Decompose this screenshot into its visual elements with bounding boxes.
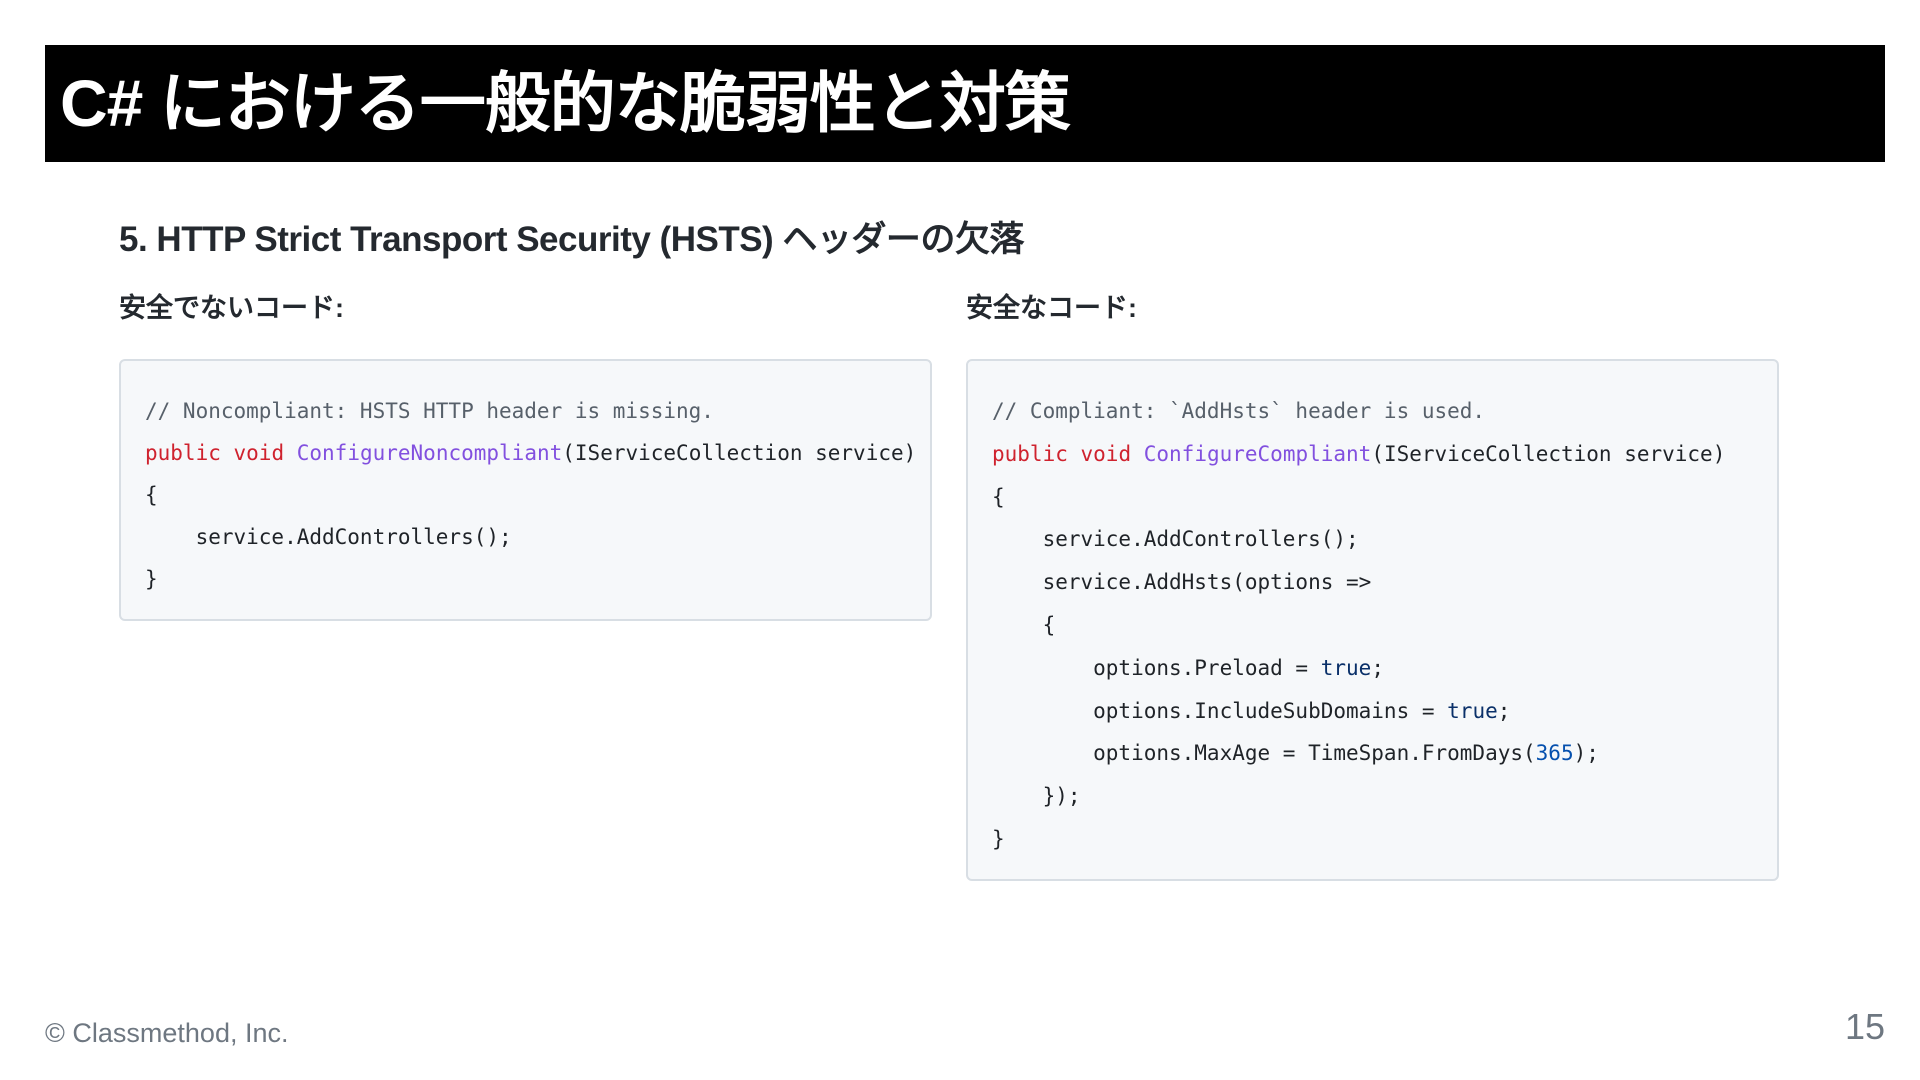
code-line: {	[992, 612, 1056, 637]
code-line: }	[145, 567, 158, 591]
insecure-code-label: 安全でないコード:	[119, 293, 344, 323]
page-number: 15	[1844, 1006, 1885, 1047]
code-comment: // Noncompliant: HSTS HTTP header is mis…	[145, 399, 714, 423]
code-text: options.Preload =	[992, 655, 1321, 680]
code-line: service.AddControllers();	[992, 527, 1359, 552]
code-line: options.IncludeSubDomains = true;	[992, 690, 1753, 733]
code-line: // Compliant: `AddHsts` header is used.	[992, 390, 1753, 433]
code-line: service.AddControllers();	[145, 525, 512, 549]
code-text: );	[1573, 741, 1599, 766]
title-bar: C# における一般的な脆弱性と対策	[45, 45, 1885, 162]
code-line: {	[145, 483, 158, 507]
code-keyword: public	[145, 441, 221, 465]
code-line: service.AddHsts(options =>	[992, 570, 1372, 595]
code-literal: true	[1320, 655, 1372, 680]
code-literal: true	[1447, 698, 1498, 723]
footer-copyright: © Classmethod, Inc.	[45, 1018, 289, 1048]
code-text: options.IncludeSubDomains =	[992, 698, 1448, 723]
secure-code-block: // Compliant: `AddHsts` header is used. …	[966, 359, 1779, 881]
slide-title: C# における一般的な脆弱性と対策	[60, 66, 1071, 140]
code-method-name: ConfigureCompliant	[1143, 441, 1372, 466]
code-line: public void ConfigureCompliant(IServiceC…	[992, 433, 1753, 476]
code-method-name: ConfigureNoncompliant	[296, 441, 563, 465]
insecure-code-block: // Noncompliant: HSTS HTTP header is mis…	[119, 359, 932, 621]
code-text: (IServiceCollection service)	[1371, 441, 1726, 466]
code-comment: // Compliant: `AddHsts` header is used.	[992, 399, 1486, 423]
code-text: options.MaxAge = TimeSpan.FromDays(	[992, 741, 1536, 766]
secure-code-label: 安全なコード:	[966, 293, 1137, 323]
code-number: 365	[1535, 741, 1574, 766]
code-line: // Noncompliant: HSTS HTTP header is mis…	[145, 390, 906, 432]
code-keyword: void	[233, 441, 285, 465]
section-heading: 5. HTTP Strict Transport Security (HSTS)…	[119, 220, 1024, 259]
code-line: options.MaxAge = TimeSpan.FromDays(365);	[992, 732, 1753, 775]
code-keyword: void	[1080, 441, 1132, 466]
code-line: public void ConfigureNoncompliant(IServi…	[145, 432, 916, 474]
code-text: ;	[1371, 655, 1384, 680]
code-line: });	[992, 784, 1081, 809]
code-text: ;	[1497, 698, 1511, 723]
code-line: {	[992, 484, 1005, 509]
code-line: options.Preload = true;	[992, 647, 1753, 690]
code-keyword: public	[992, 441, 1068, 466]
code-line: }	[992, 826, 1005, 851]
code-text: (IServiceCollection service)	[562, 441, 917, 465]
